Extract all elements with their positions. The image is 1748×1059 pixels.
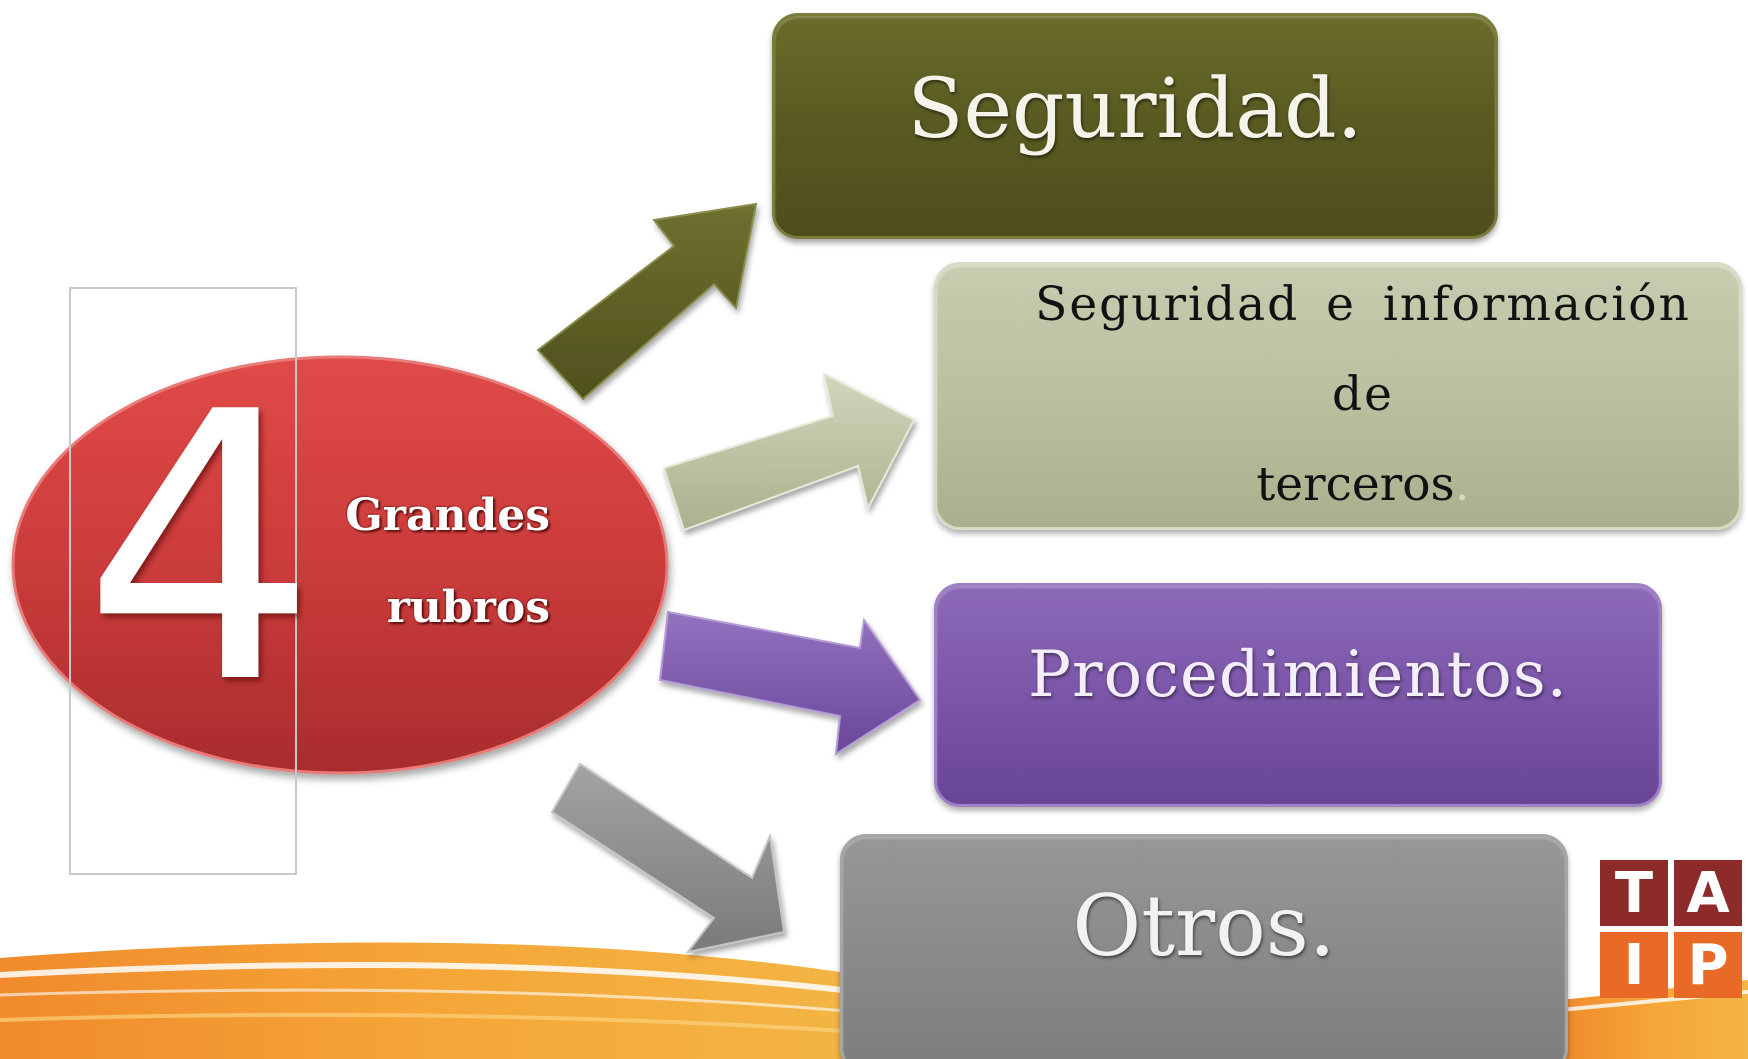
- box-seguridad: Seguridad.: [772, 13, 1498, 239]
- box-seguridad-label: Seguridad.: [907, 62, 1363, 157]
- logo-letter-a: A: [1674, 860, 1742, 926]
- ellipse-label-line2: rubros: [386, 582, 550, 633]
- arrow-procedimientos: [658, 610, 922, 756]
- box-terceros-period: .: [1454, 457, 1470, 512]
- taip-logo: T A I P: [1600, 860, 1744, 1000]
- box-terceros-line2-text: terceros: [1256, 457, 1455, 512]
- box-otros: Otros.: [840, 834, 1568, 1059]
- selection-frame: [69, 287, 297, 875]
- arrow-seguridad: [536, 202, 758, 401]
- ellipse-label: Grandes rubros: [340, 470, 570, 654]
- arrow-terceros: [662, 372, 916, 532]
- ellipse-label-line1: Grandes: [345, 490, 550, 541]
- logo-letter-p: P: [1674, 932, 1742, 998]
- box-procedimientos-label: Procedimientos.: [1027, 638, 1569, 712]
- arrow-otros: [550, 762, 786, 954]
- big-number-four: 4: [82, 335, 318, 765]
- box-seguridad-terceros: Seguridad e información de terceros.: [934, 262, 1742, 530]
- logo-letter-t: T: [1600, 860, 1668, 926]
- box-procedimientos: Procedimientos.: [934, 583, 1662, 807]
- logo-letter-i: I: [1600, 932, 1668, 998]
- box-otros-label: Otros.: [1072, 877, 1336, 975]
- box-terceros-line1: Seguridad e información de: [1035, 277, 1691, 422]
- box-terceros-line2: terceros.: [1256, 440, 1469, 530]
